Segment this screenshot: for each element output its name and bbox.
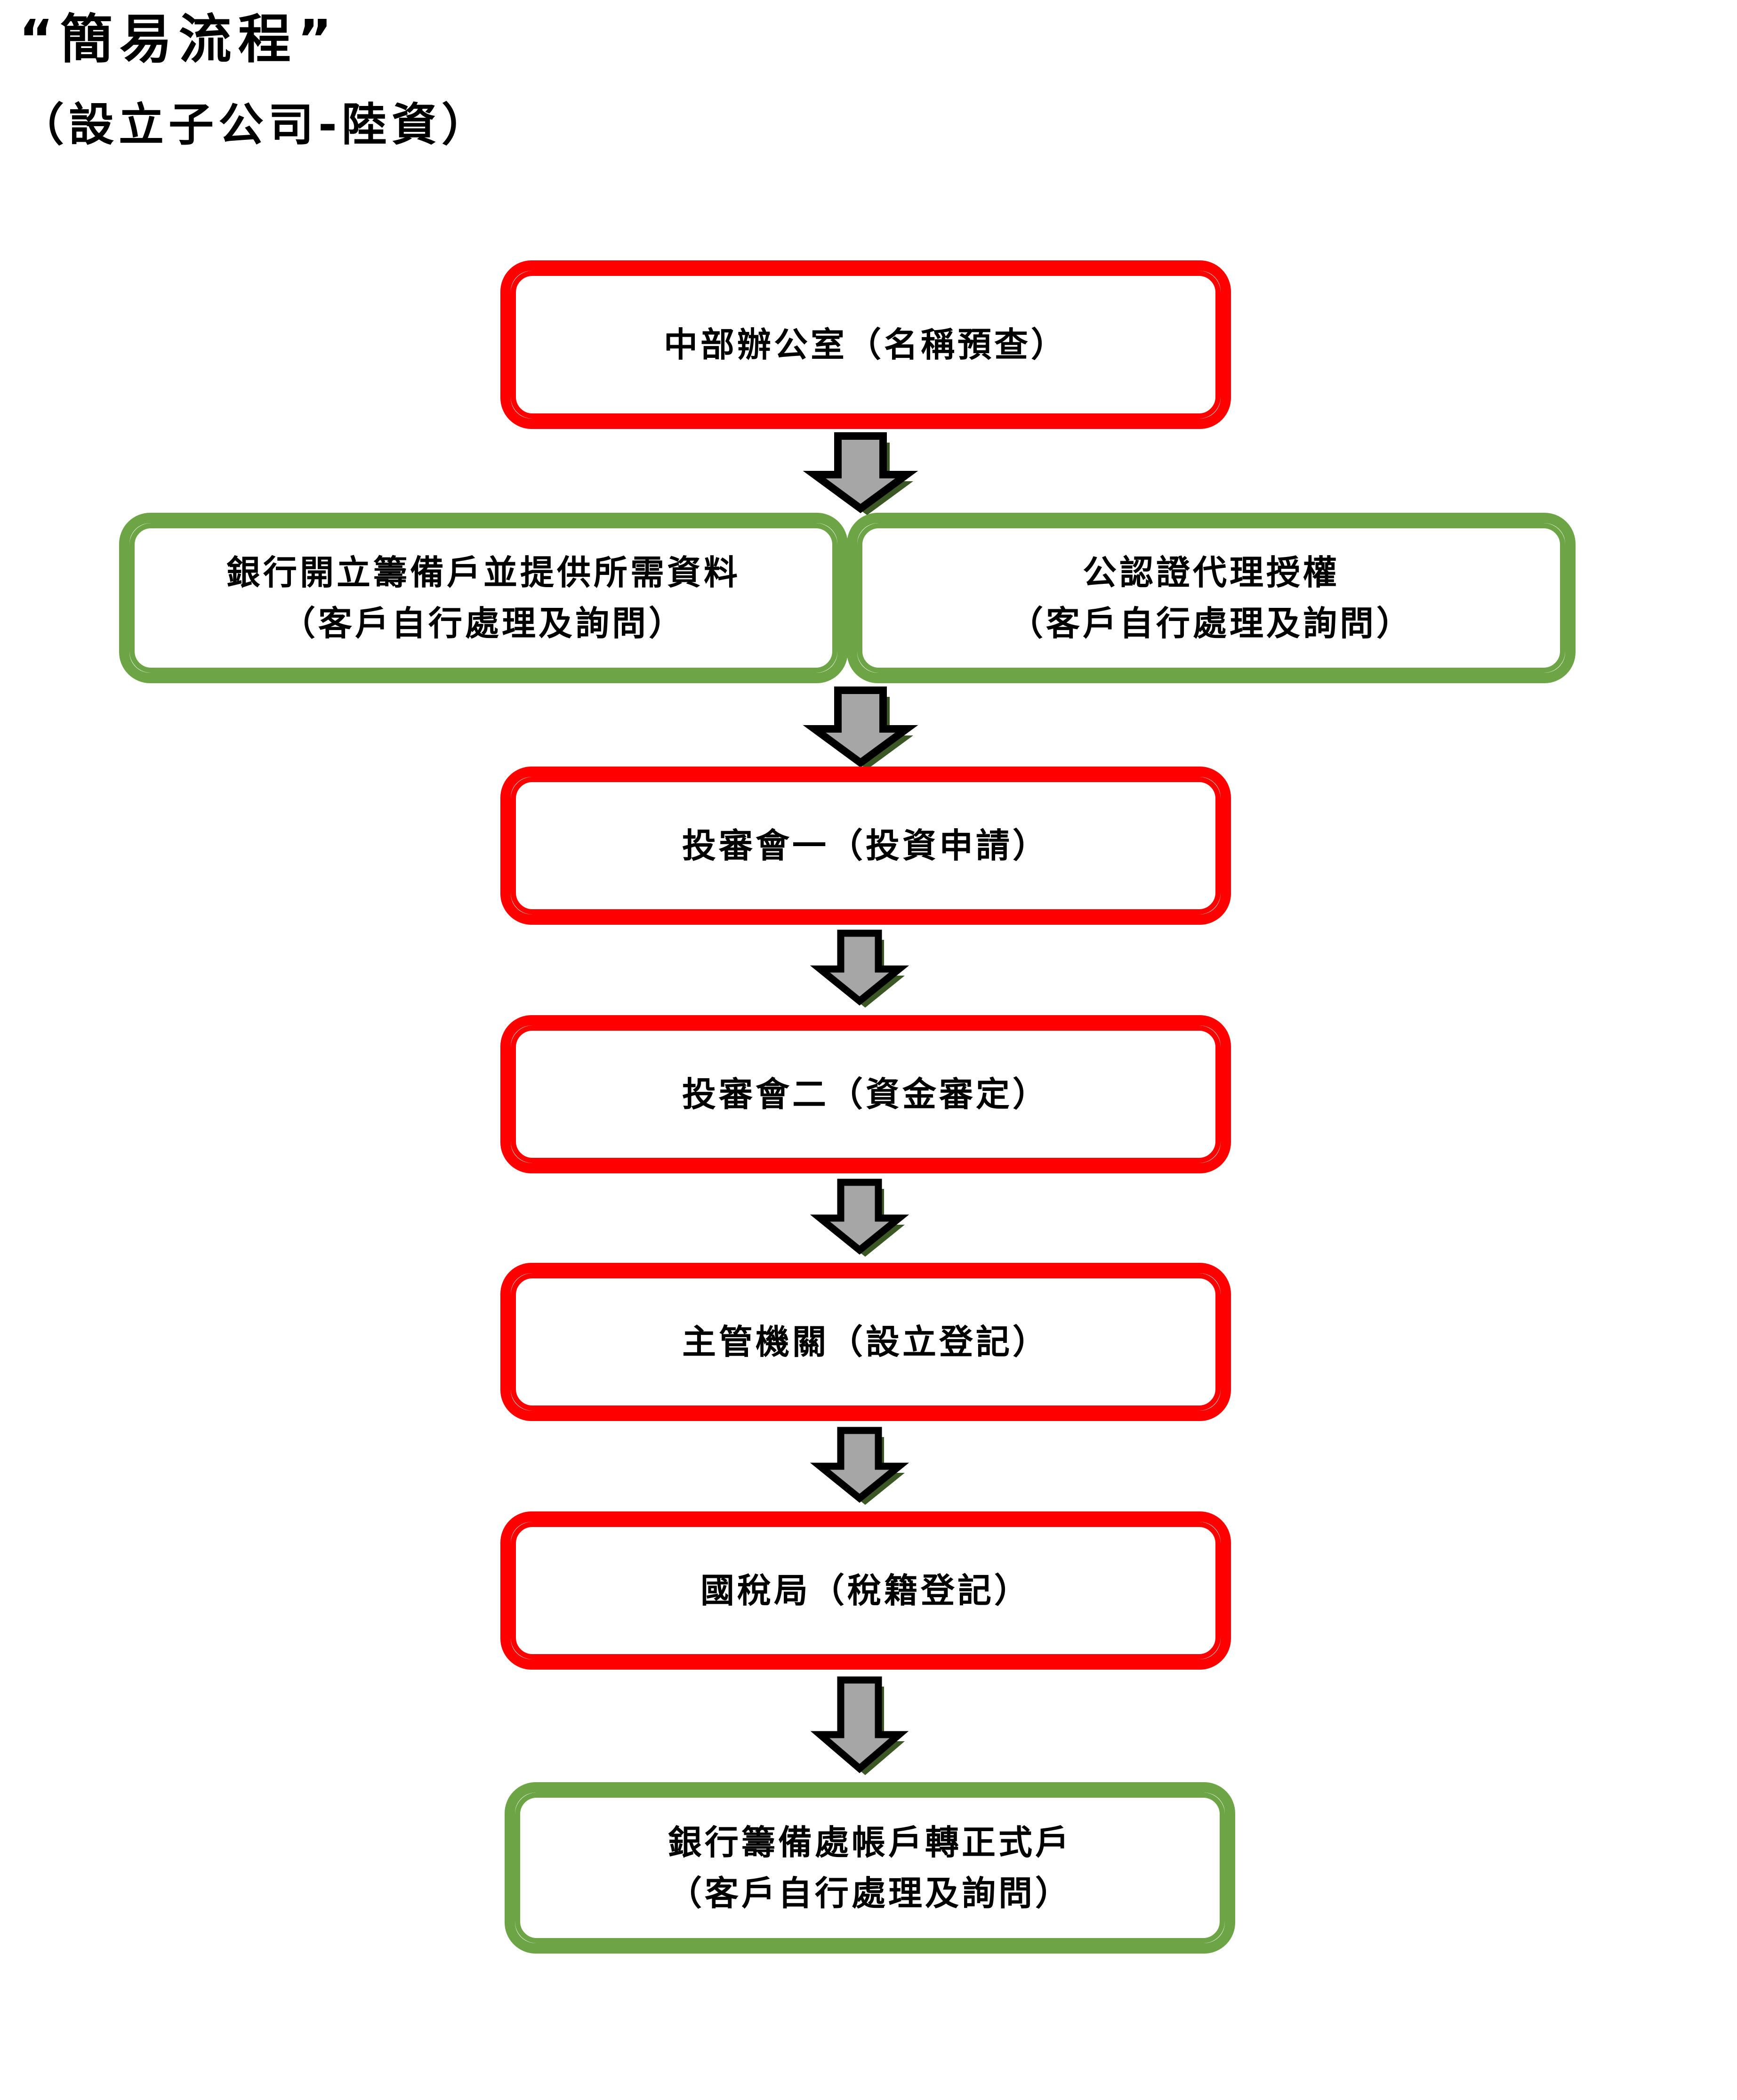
flow-node-investment-review-2[interactable]: 投審會二（資金審定） xyxy=(500,1015,1231,1173)
arrow-down-icon xyxy=(800,1179,923,1257)
flow-node-inner: 投審會一（投資申請） xyxy=(511,777,1221,914)
flow-node-label: 國稅局（稅籍登記） xyxy=(700,1570,1031,1610)
flow-node-inner: 銀行籌備處帳戶轉正式戶 （客戶自行處理及詢問） xyxy=(515,1793,1225,1943)
flow-node-bank-preparatory-account[interactable]: 銀行開立籌備戶並提供所需資料 （客戶自行處理及詢問） xyxy=(119,513,848,683)
flow-node-national-tax-bureau[interactable]: 國稅局（稅籍登記） xyxy=(500,1511,1231,1670)
arrow-down-icon xyxy=(800,929,923,1008)
flow-node-sublabel: （客戶自行處理及詢問） xyxy=(281,604,685,643)
flow-node-inner: 國稅局（稅籍登記） xyxy=(511,1522,1221,1659)
page-subtitle: （設立子公司-陸資） xyxy=(19,98,491,152)
arrow-down-icon xyxy=(791,431,932,515)
flow-node-sublabel: （客戶自行處理及詢問） xyxy=(1009,604,1413,643)
title-block: “簡易流程” （設立子公司-陸資） xyxy=(19,8,772,152)
flow-node-label: 中部辦公室（名稱預查） xyxy=(663,324,1068,364)
flow-node-inner: 銀行開立籌備戶並提供所需資料 （客戶自行處理及詢問） xyxy=(129,523,837,673)
flow-node-label: 銀行籌備處帳戶轉正式戶 xyxy=(667,1822,1072,1862)
flow-node-label: 投審會一（投資申請） xyxy=(682,825,1049,865)
flow-node-label: 公認證代理授權 xyxy=(1082,552,1340,592)
flow-node-inner: 中部辦公室（名稱預查） xyxy=(511,271,1221,419)
flow-node-label: 主管機關（設立登記） xyxy=(682,1322,1049,1362)
flow-node-bank-account-conversion[interactable]: 銀行籌備處帳戶轉正式戶 （客戶自行處理及詢問） xyxy=(505,1782,1235,1954)
flow-node-inner: 公認證代理授權 （客戶自行處理及詢問） xyxy=(857,523,1565,673)
flow-node-notarized-agency-authorization[interactable]: 公認證代理授權 （客戶自行處理及詢問） xyxy=(847,513,1576,683)
flow-node-label: 投審會二（資金審定） xyxy=(682,1074,1049,1114)
arrow-down-icon xyxy=(791,686,932,769)
flow-node-inner: 主管機關（設立登記） xyxy=(511,1273,1221,1411)
flow-node-sublabel: （客戶自行處理及詢問） xyxy=(667,1874,1072,1913)
arrow-down-icon xyxy=(800,1676,923,1775)
flow-node-label: 銀行開立籌備戶並提供所需資料 xyxy=(226,552,740,592)
flow-node-competent-authority-registration[interactable]: 主管機關（設立登記） xyxy=(500,1263,1231,1421)
flow-node-inner: 投審會二（資金審定） xyxy=(511,1026,1221,1163)
arrow-down-icon xyxy=(800,1427,923,1505)
flow-node-central-office[interactable]: 中部辦公室（名稱預查） xyxy=(500,260,1231,429)
flow-node-investment-review-1[interactable]: 投審會一（投資申請） xyxy=(500,767,1231,925)
page-title: “簡易流程” xyxy=(19,9,339,70)
